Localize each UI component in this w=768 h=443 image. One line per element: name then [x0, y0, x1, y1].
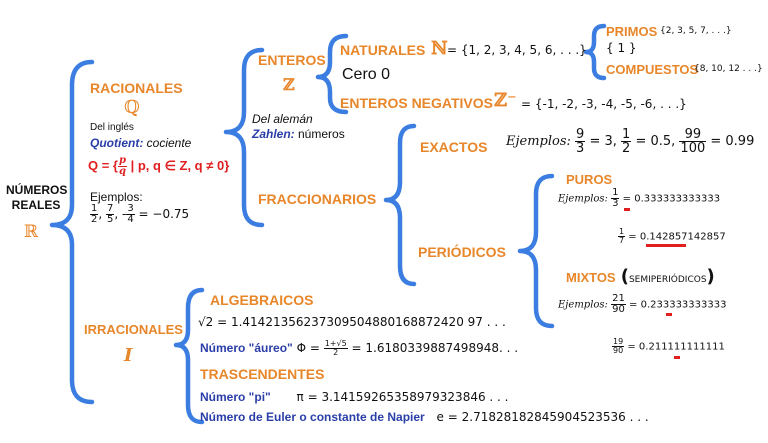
trascendentes-title: TRASCENDENTES: [200, 366, 325, 382]
racionales-origin: Del inglés: [90, 122, 134, 133]
brace-fraccionarios: [383, 123, 417, 287]
sqrt2-value: √2 = 1.41421356237309504880168872420 97 …: [198, 315, 506, 329]
naturales-title: NATURALES: [340, 42, 426, 58]
irracionales-title: IRRACIONALES: [84, 322, 183, 337]
brace-periodicos: [517, 173, 555, 329]
naturales-symbol: ℕ: [431, 38, 448, 59]
compuestos-set: {8, 10, 12 . . .}: [694, 64, 763, 74]
racionales-title: RACIONALES: [90, 80, 183, 96]
puros-period-mark-2: [646, 244, 686, 247]
puros-title: PUROS: [566, 172, 613, 187]
pi-line: Número "pi" π = 3.14159265358979323846 .…: [200, 390, 509, 404]
racionales-origin-word-line: Quotient: cociente: [90, 136, 192, 150]
uno-set: { 1 }: [606, 41, 637, 55]
negativos-set: = {-1, -2, -3, -4, -5, -6, . . .}: [521, 97, 687, 111]
brace-reales: [49, 59, 95, 405]
irracionales-symbol: I: [124, 345, 133, 366]
cero: Cero 0: [342, 66, 391, 83]
brace-enteros: [315, 33, 349, 115]
exactos-title: EXACTOS: [420, 139, 488, 155]
brace-naturales: [583, 23, 607, 81]
brace-irracionales: [173, 287, 205, 425]
naturales-set: = {1, 2, 3, 4, 5, 6, . . .}: [447, 43, 587, 57]
enteros-origin: Del alemán: [252, 112, 313, 126]
mixtos-title-line: MIXTOS (SEMIPERIÓDICOS): [566, 266, 715, 287]
compuestos-title: COMPUESTOS: [606, 62, 699, 77]
racionales-examples-label: Ejemplos:: [90, 190, 143, 204]
periodicos-title: PERIÓDICOS: [418, 244, 506, 260]
puros-period-mark-1: [624, 208, 630, 211]
primos-set: {2, 3, 5, 7, . . .}: [660, 26, 732, 36]
negativos-title: ENTEROS NEGATIVOS: [340, 95, 493, 111]
mixtos-period-mark-1: [666, 313, 672, 316]
enteros-symbol: ℤ: [283, 75, 295, 94]
racionales-origin-word: Quotient:: [90, 136, 144, 150]
fraccionarios-title: FRACCIONARIOS: [258, 191, 377, 207]
algebraicos-title: ALGEBRAICOS: [210, 292, 314, 308]
racionales-symbol: ℚ: [124, 97, 140, 118]
enteros-origin-word-line: Zahlen: números: [252, 127, 345, 141]
root-title: NÚMEROS REALES: [6, 183, 68, 212]
brace-racionales: [223, 47, 265, 228]
mixtos-period-mark-2: [674, 356, 680, 359]
root-symbol: ℝ: [24, 222, 39, 242]
negativos-symbol: ℤ⁻: [494, 90, 517, 111]
euler-line: Número de Euler o constante de Napier e …: [200, 410, 649, 424]
enteros-title: ENTEROS: [258, 52, 326, 68]
primos-title: PRIMOS: [606, 24, 658, 39]
